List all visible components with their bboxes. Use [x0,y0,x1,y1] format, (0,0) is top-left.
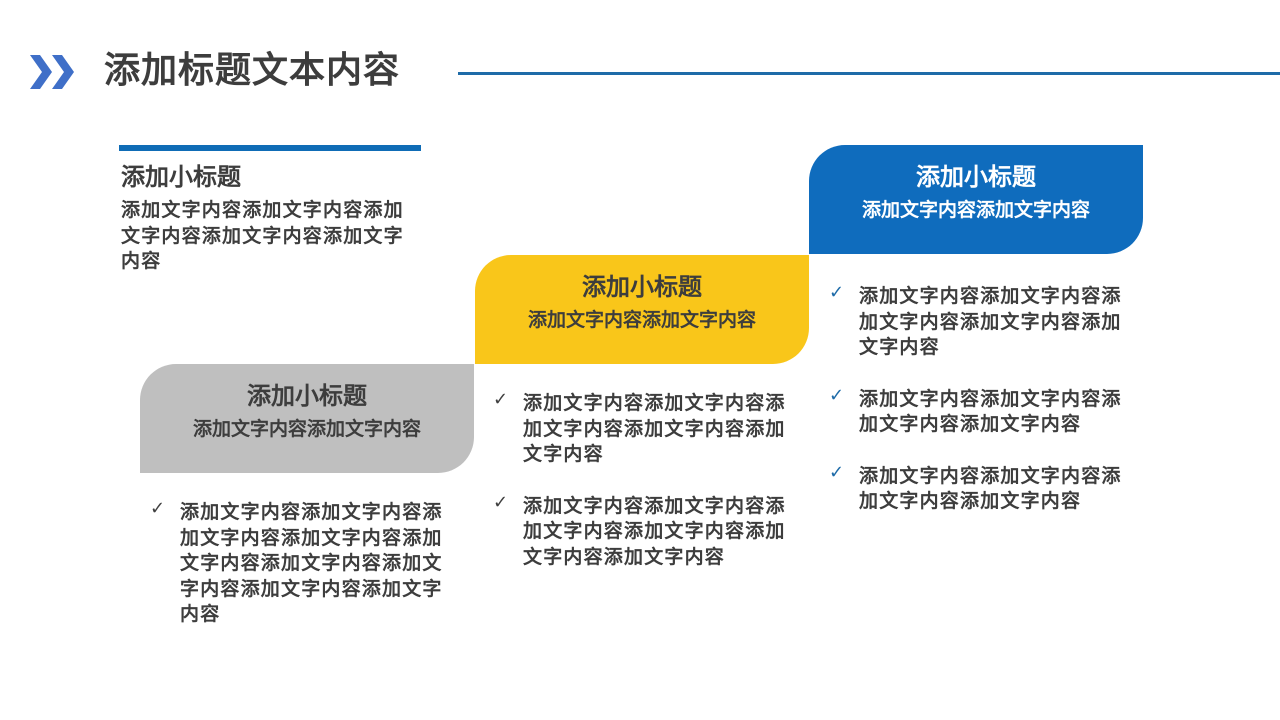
check-icon: ✓ [493,389,510,410]
step-card-subtitle: 添加文字内容添加文字内容 [527,309,756,331]
check-icon: ✓ [829,282,846,303]
check-icon: ✓ [829,384,846,406]
step-2-list: ✓ 添加文字内容添加文字内容添加文字内容添加文字内容添加文字内容 ✓ 添加文字内… [493,389,793,596]
intro-title: 添加小标题 [121,163,241,191]
step-card-title: 添加小标题 [247,382,367,410]
header-divider [458,72,1280,75]
list-item-text: 添加文字内容添加文字内容添加文字内容添加文字内容添加文字内容 [859,285,1122,358]
step-card-title: 添加小标题 [582,273,702,301]
step-card-title: 添加小标题 [916,163,1036,191]
step-card-3: 添加小标题 添加文字内容添加文字内容 [809,145,1143,254]
list-item-text: 添加文字内容添加文字内容添加文字内容添加文字内容添加文字内容 [523,392,786,465]
step-card-1: 添加小标题 添加文字内容添加文字内容 [140,364,474,473]
step-3-list: ✓ 添加文字内容添加文字内容添加文字内容添加文字内容添加文字内容 ✓ 添加文字内… [829,282,1129,541]
double-chevron-right-icon [30,55,74,89]
list-item: ✓ 添加文字内容添加文字内容添加文字内容添加文字内容添加文字内容 [829,282,1129,361]
list-item: ✓ 添加文字内容添加文字内容添加文字内容添加文字内容 [829,462,1129,515]
step-card-2: 添加小标题 添加文字内容添加文字内容 [475,255,809,364]
check-icon: ✓ [829,461,846,483]
page-title: 添加标题文本内容 [104,50,401,91]
step-card-subtitle: 添加文字内容添加文字内容 [861,199,1090,221]
list-item-text: 添加文字内容添加文字内容添加文字内容添加文字内容 [859,387,1122,436]
list-item: ✓ 添加文字内容添加文字内容添加文字内容添加文字内容添加文字内容添加文字内容 [493,492,793,571]
list-item: ✓ 添加文字内容添加文字内容添加文字内容添加文字内容添加文字内容添加文字内容添加… [150,498,450,628]
step-1-list: ✓ 添加文字内容添加文字内容添加文字内容添加文字内容添加文字内容添加文字内容添加… [150,498,450,654]
intro-accent-bar [119,145,421,151]
step-card-subtitle: 添加文字内容添加文字内容 [192,418,421,440]
list-item: ✓ 添加文字内容添加文字内容添加文字内容添加文字内容 [829,385,1129,438]
list-item-text: 添加文字内容添加文字内容添加文字内容添加文字内容添加文字内容添加文字内容 [523,494,786,568]
intro-text: 添加文字内容添加文字内容添加文字内容添加文字内容添加文字内容 [121,199,404,272]
list-item-text: 添加文字内容添加文字内容添加文字内容添加文字内容添加文字内容添加文字内容添加文字… [180,501,443,625]
check-icon: ✓ [150,498,167,519]
list-item-text: 添加文字内容添加文字内容添加文字内容添加文字内容 [859,464,1122,513]
check-icon: ✓ [493,491,510,513]
list-item: ✓ 添加文字内容添加文字内容添加文字内容添加文字内容添加文字内容 [493,389,793,468]
